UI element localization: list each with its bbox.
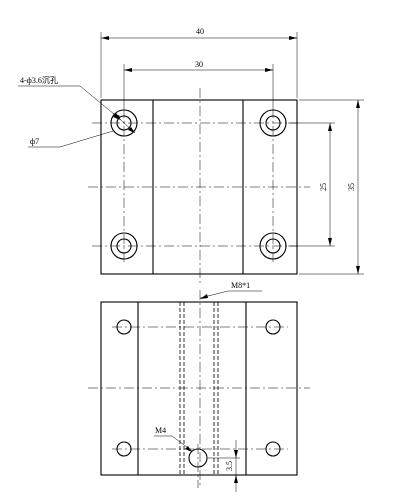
dimension-overall-height-label: 35: [347, 183, 356, 191]
front-hole-top-right: [265, 319, 281, 335]
dimension-overall-width: 40: [100, 27, 298, 98]
dimension-hole-spacing-y-label: 25: [319, 183, 328, 191]
leader-counterbore-note: 4-ф3.6沉孔: [18, 76, 121, 120]
dimension-hole-spacing-x-label: 30: [195, 60, 203, 69]
front-hole-bottom-left: [116, 441, 132, 457]
dimension-side-hole-offset: 3.5: [208, 440, 240, 492]
front-view-outline: [100, 301, 298, 476]
front-view: M8*1 M4 3.5: [88, 281, 310, 492]
side-thread-label: M4: [155, 426, 166, 435]
side-hole-offset-label: 3.5: [225, 461, 234, 471]
counterbore-diameter-label: ф7: [30, 137, 39, 146]
front-hole-bottom-right: [265, 441, 281, 457]
front-hole-top-left: [116, 319, 132, 335]
dimension-hole-spacing-x: 30: [123, 60, 274, 108]
dimension-overall-height: 35: [299, 99, 364, 275]
counterbore-hole-top-left: [110, 109, 138, 137]
top-view: 40 30 25 35: [18, 27, 364, 285]
counterbore-note-label: 4-ф3.6沉孔: [20, 76, 58, 85]
dimension-overall-width-label: 40: [196, 27, 204, 36]
counterbore-hole-top-right: [259, 109, 287, 137]
counterbore-hole-bottom-left: [110, 232, 138, 260]
leader-thread-through: M8*1: [199, 281, 262, 299]
thread-through-label: M8*1: [231, 281, 250, 290]
leader-counterbore-diameter: ф7: [28, 112, 136, 148]
counterbore-hole-bottom-right: [259, 232, 287, 260]
leader-side-thread: M4: [154, 426, 193, 452]
dimension-hole-spacing-y: 25: [288, 122, 335, 247]
